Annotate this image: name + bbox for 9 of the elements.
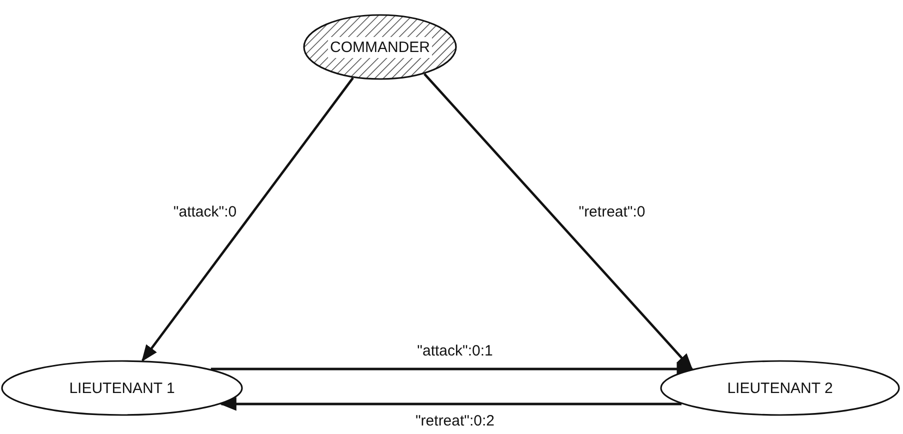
ellipse-node [1, 360, 243, 416]
arrow [142, 77, 354, 362]
node-label: LIEUTENANT 2 [727, 378, 833, 398]
ellipse-node [303, 14, 457, 80]
arrow [424, 73, 693, 370]
arrow [220, 397, 682, 411]
node-label: COMMANDER [328, 36, 432, 58]
ellipse-node [660, 360, 900, 416]
node-label: LIEUTENANT 1 [69, 378, 175, 398]
